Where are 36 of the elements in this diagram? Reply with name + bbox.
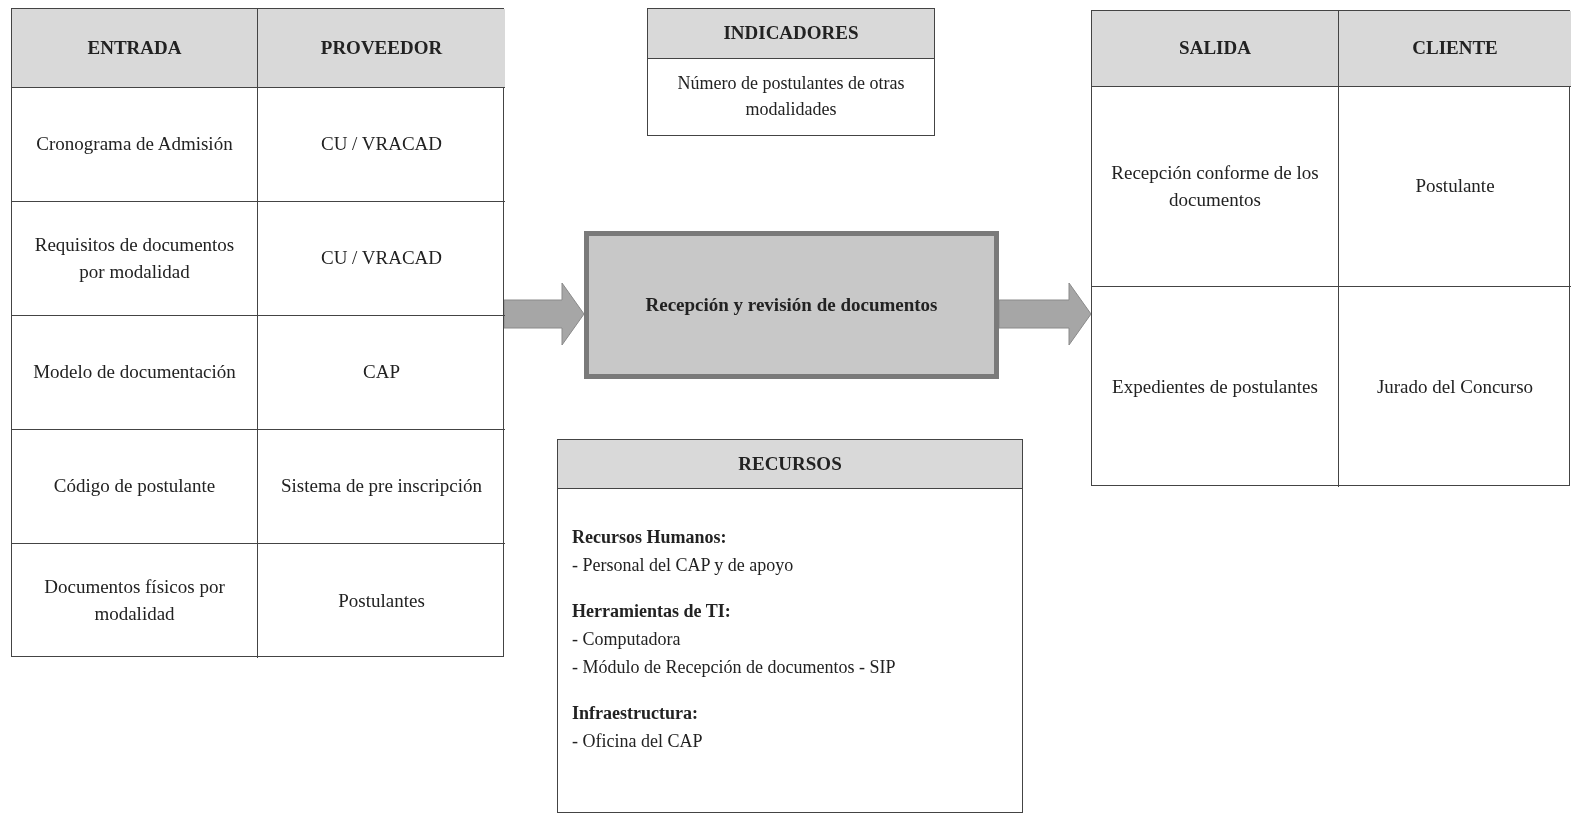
box-title: RECURSOS: [558, 440, 1022, 489]
table: [1091, 10, 1570, 486]
block-arrow: [998, 282, 1092, 346]
table-cell: Requisitos de documentos por modalidad: [12, 202, 258, 316]
box-title: INDICADORES: [648, 9, 934, 59]
box-text: Número de postulantes de otras modalidades: [676, 72, 906, 121]
table-cell: Modelo de documentación: [12, 316, 258, 430]
column-header: ENTRADA: [12, 9, 258, 88]
column-header: CLIENTE: [1339, 11, 1571, 87]
list-item: - Personal del CAP y de apoyo: [572, 554, 794, 577]
column-header: SALIDA: [1092, 11, 1339, 87]
table-cell: Código de postulante: [12, 430, 258, 544]
table: [11, 8, 504, 657]
table-cell: CU / VRACAD: [258, 88, 505, 202]
table-cell: CU / VRACAD: [258, 202, 505, 316]
table-cell: Expedientes de postulantes: [1092, 287, 1339, 487]
info-box: [557, 439, 1023, 813]
process-box: [584, 231, 999, 379]
section-heading: Recursos Humanos:: [572, 526, 727, 549]
table-cell-text: Postulantes: [337, 588, 426, 613]
list-item: - Módulo de Recepción de documentos - SIP: [572, 656, 896, 679]
table-cell: CAP: [258, 316, 505, 430]
list-item: - Computadora: [572, 628, 681, 651]
section-heading: Infraestructura:: [572, 702, 698, 725]
info-box: [647, 8, 935, 136]
table-cell: Postulante: [1339, 87, 1571, 287]
table-cell-text: Jurado del Concurso: [1375, 374, 1535, 399]
table-cell: Sistema de pre inscripción: [258, 430, 505, 544]
column-header: PROVEEDOR: [258, 9, 505, 88]
table-cell: Documentos físicos por modalidad: [12, 544, 258, 658]
block-arrow: [503, 282, 585, 346]
section-heading: Herramientas de TI:: [572, 600, 731, 623]
table-cell: Recepción conforme de los documentos: [1092, 87, 1339, 287]
table-cell: Cronograma de Admisión: [12, 88, 258, 202]
list-item: - Oficina del CAP: [572, 730, 703, 753]
process-label: Recepción y revisión de documentos: [645, 294, 938, 316]
